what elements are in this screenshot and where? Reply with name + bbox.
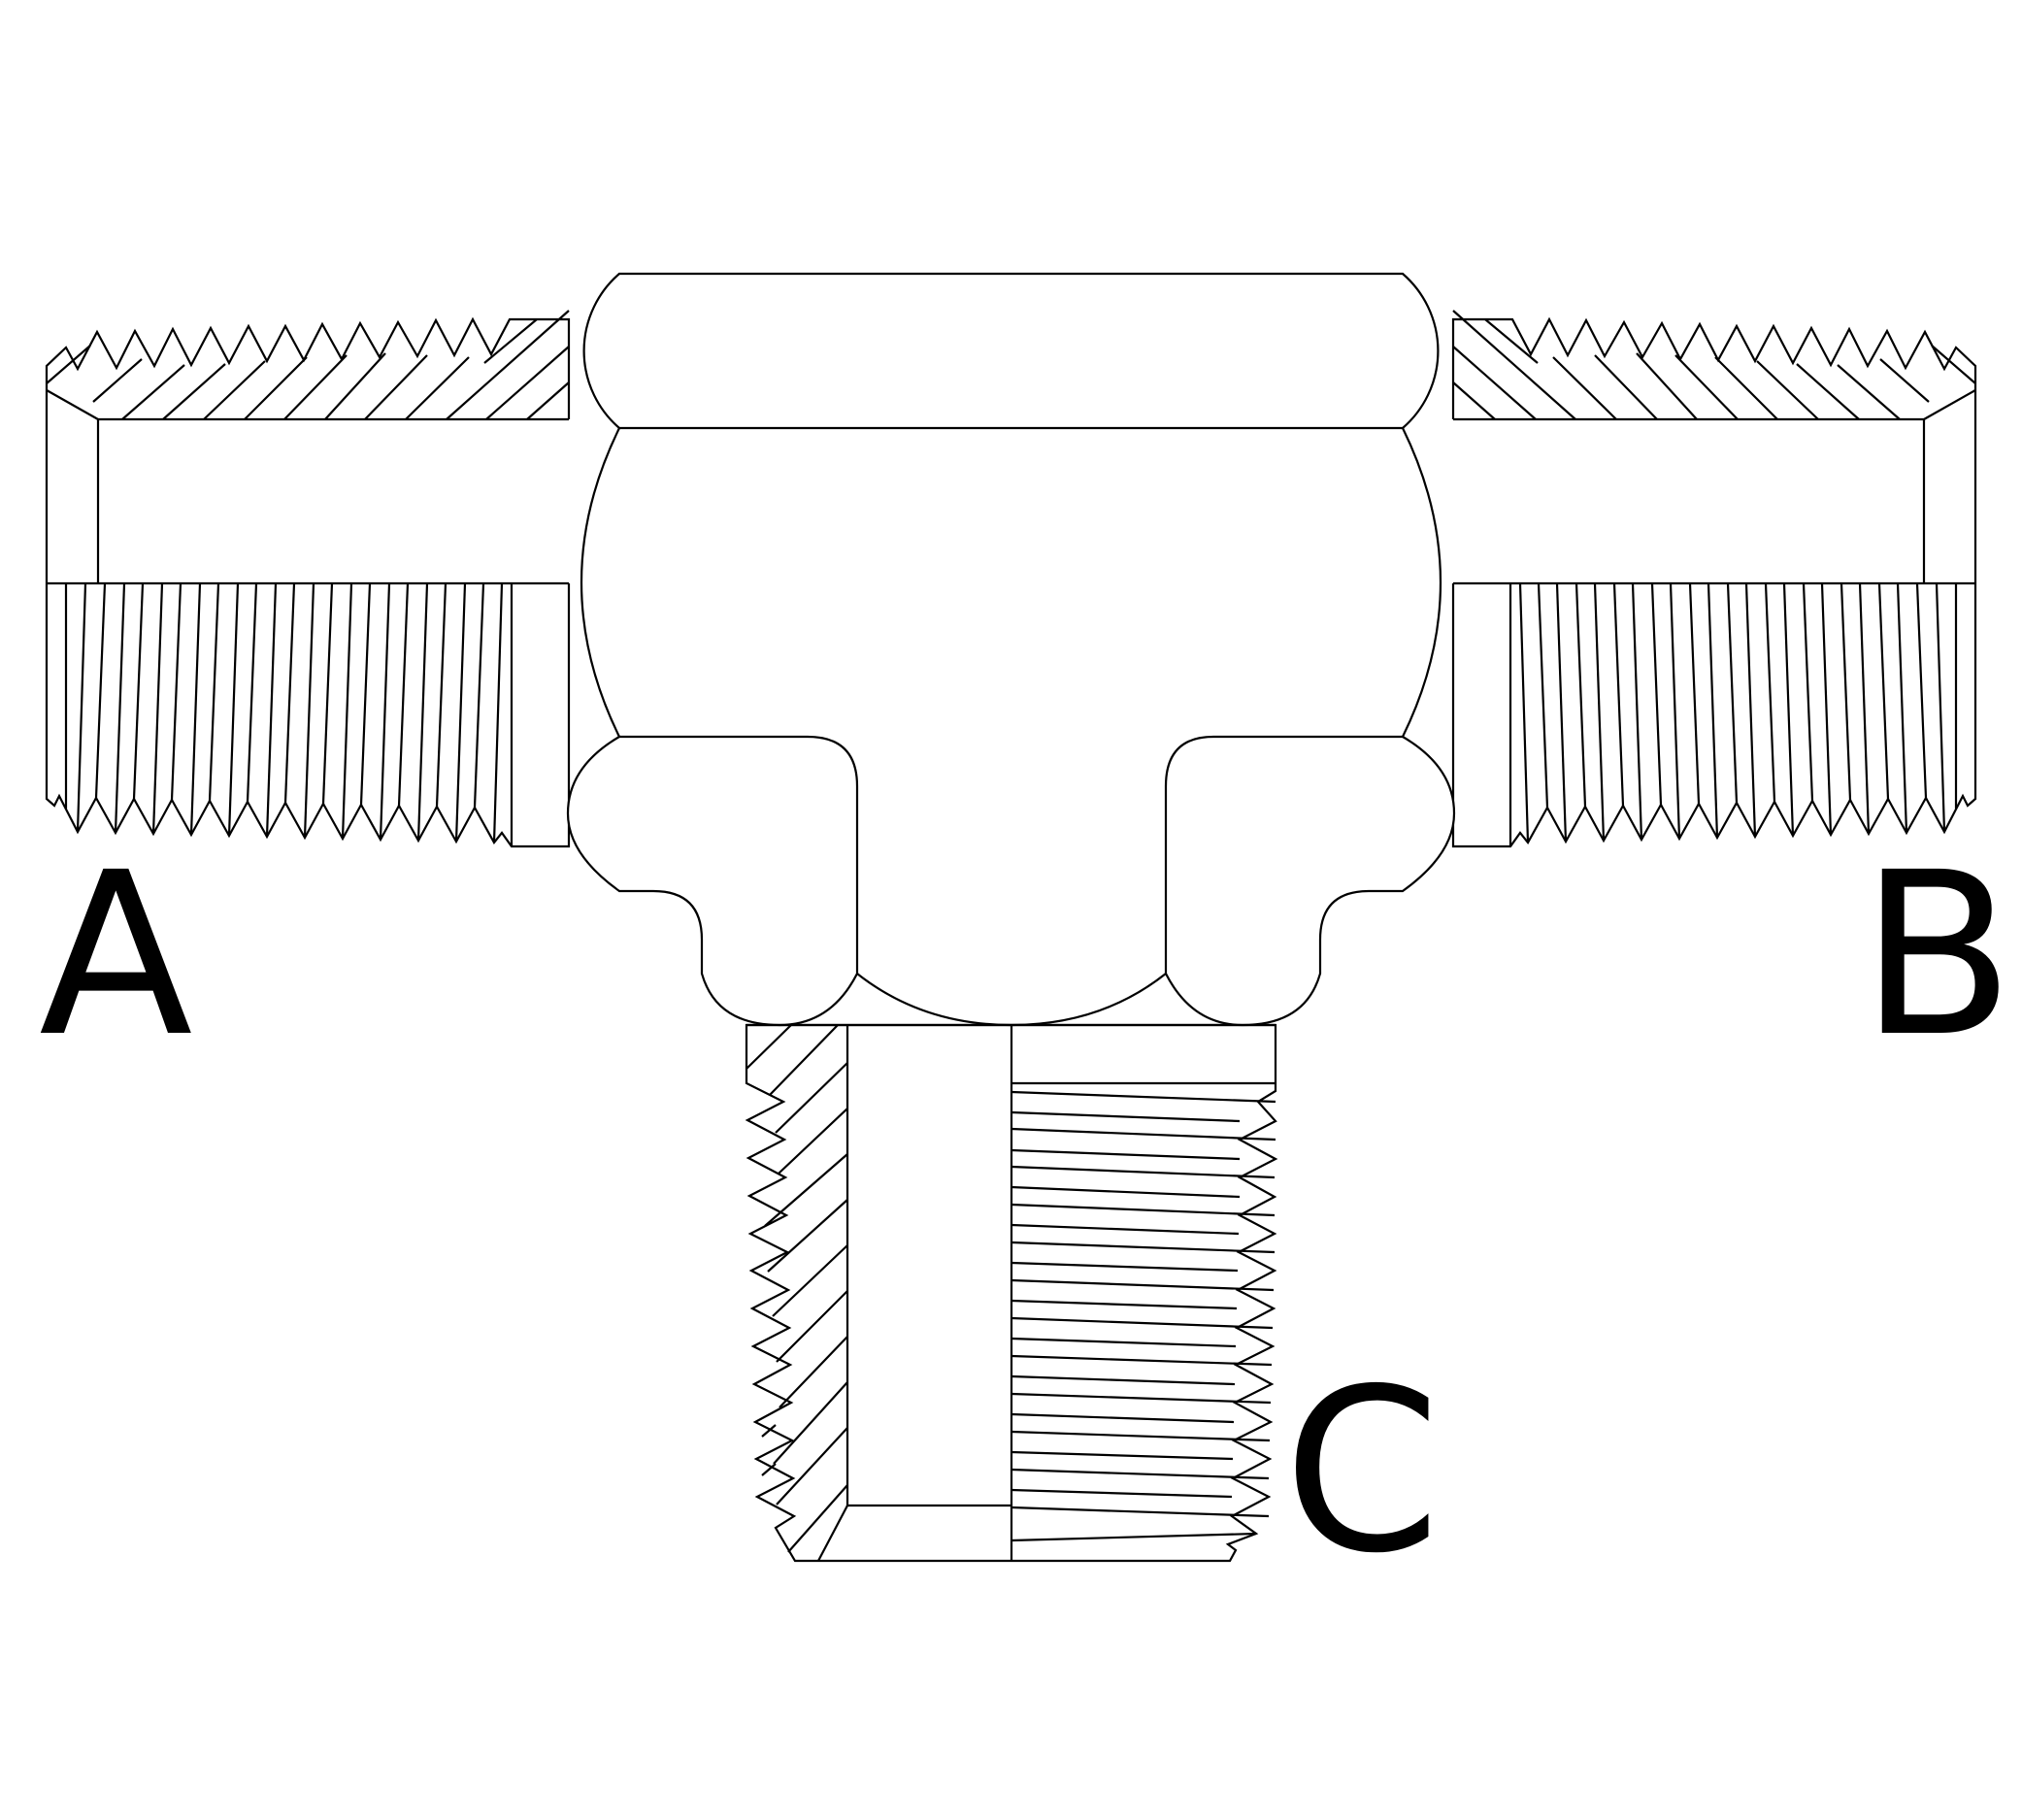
tee-body [566,272,1456,1027]
body-bottom-arc [856,973,1167,1027]
port-b-hatching [1452,310,1976,420]
port-a [45,310,571,848]
body-barrel-right [1402,427,1442,738]
body-top-hex-band [582,272,1440,430]
port-c-chamfer [817,1505,848,1562]
port-c-outline [745,1023,1278,1563]
port-b-top-thread-profile [1451,316,1977,848]
label-port-c: C [1283,1340,1441,1603]
port-a-top-thread-profile [45,316,571,848]
port-c-hatching [746,1024,848,1553]
port-b [1451,310,1977,848]
port-c [745,1023,1278,1563]
body-right-lobe [1164,735,1456,1027]
label-port-b: B [1860,824,2015,1086]
body-barrel-left [580,427,620,738]
port-b-thread-lines [1518,582,1958,844]
body-left-lobe [566,735,859,1027]
port-a-hatching [46,310,570,420]
port-c-thread-lines [1011,1090,1276,1542]
port-a-thread-lines [64,582,504,844]
label-port-a: A [39,824,193,1086]
